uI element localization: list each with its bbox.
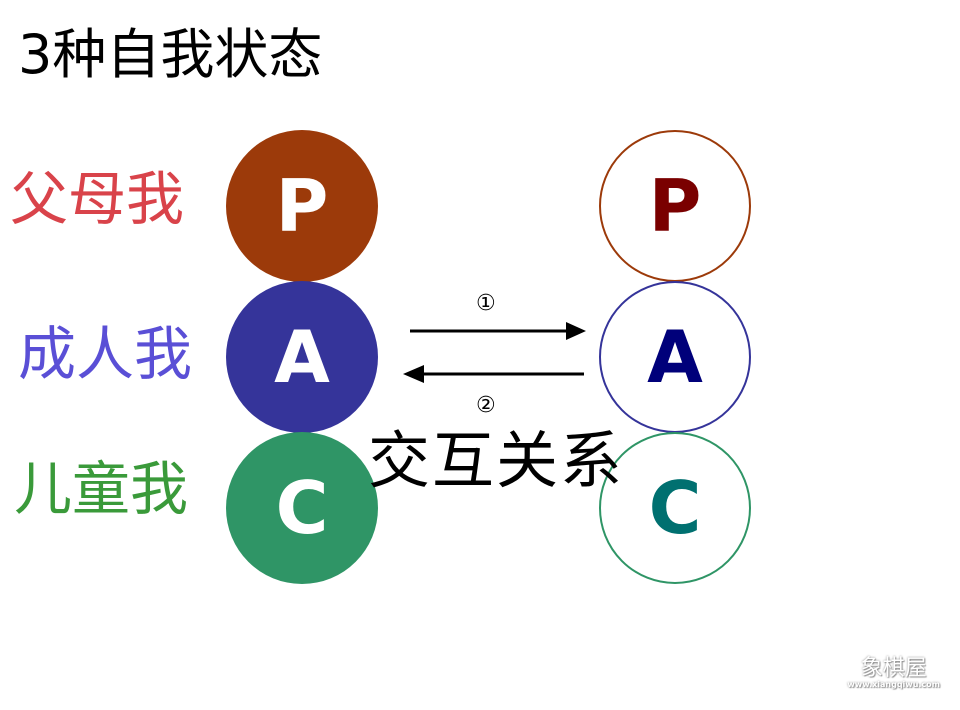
label-adult: 成人我 [18,320,193,388]
left-parent-circle: P [226,130,378,282]
back-arrow [403,365,584,383]
left-adult-circle: A [226,281,378,433]
relation-label: 交互关系 [368,424,625,497]
right-child-letter: C [648,466,702,550]
label-child: 儿童我 [14,455,189,523]
left-child-letter: C [275,466,329,550]
right-adult-circle: A [599,281,751,433]
forward-arrow [410,322,586,340]
right-adult-letter: A [647,315,703,399]
watermark-name: 象棋屋 [860,656,927,681]
forward-arrow-label: ① [476,291,496,316]
right-parent-letter: P [648,164,702,248]
right-child-circle: C [599,432,751,584]
left-adult-letter: A [274,315,330,399]
left-child-circle: C [226,432,378,584]
left-parent-letter: P [275,164,329,248]
label-parent: 父母我 [10,165,185,233]
page-title: 3种自我状态 [18,23,323,86]
back-arrow-label: ② [476,393,496,418]
watermark-url: www.xiangqiwu.com [847,680,940,689]
watermark: 象棋屋 www.xiangqiwu.com [847,658,940,690]
